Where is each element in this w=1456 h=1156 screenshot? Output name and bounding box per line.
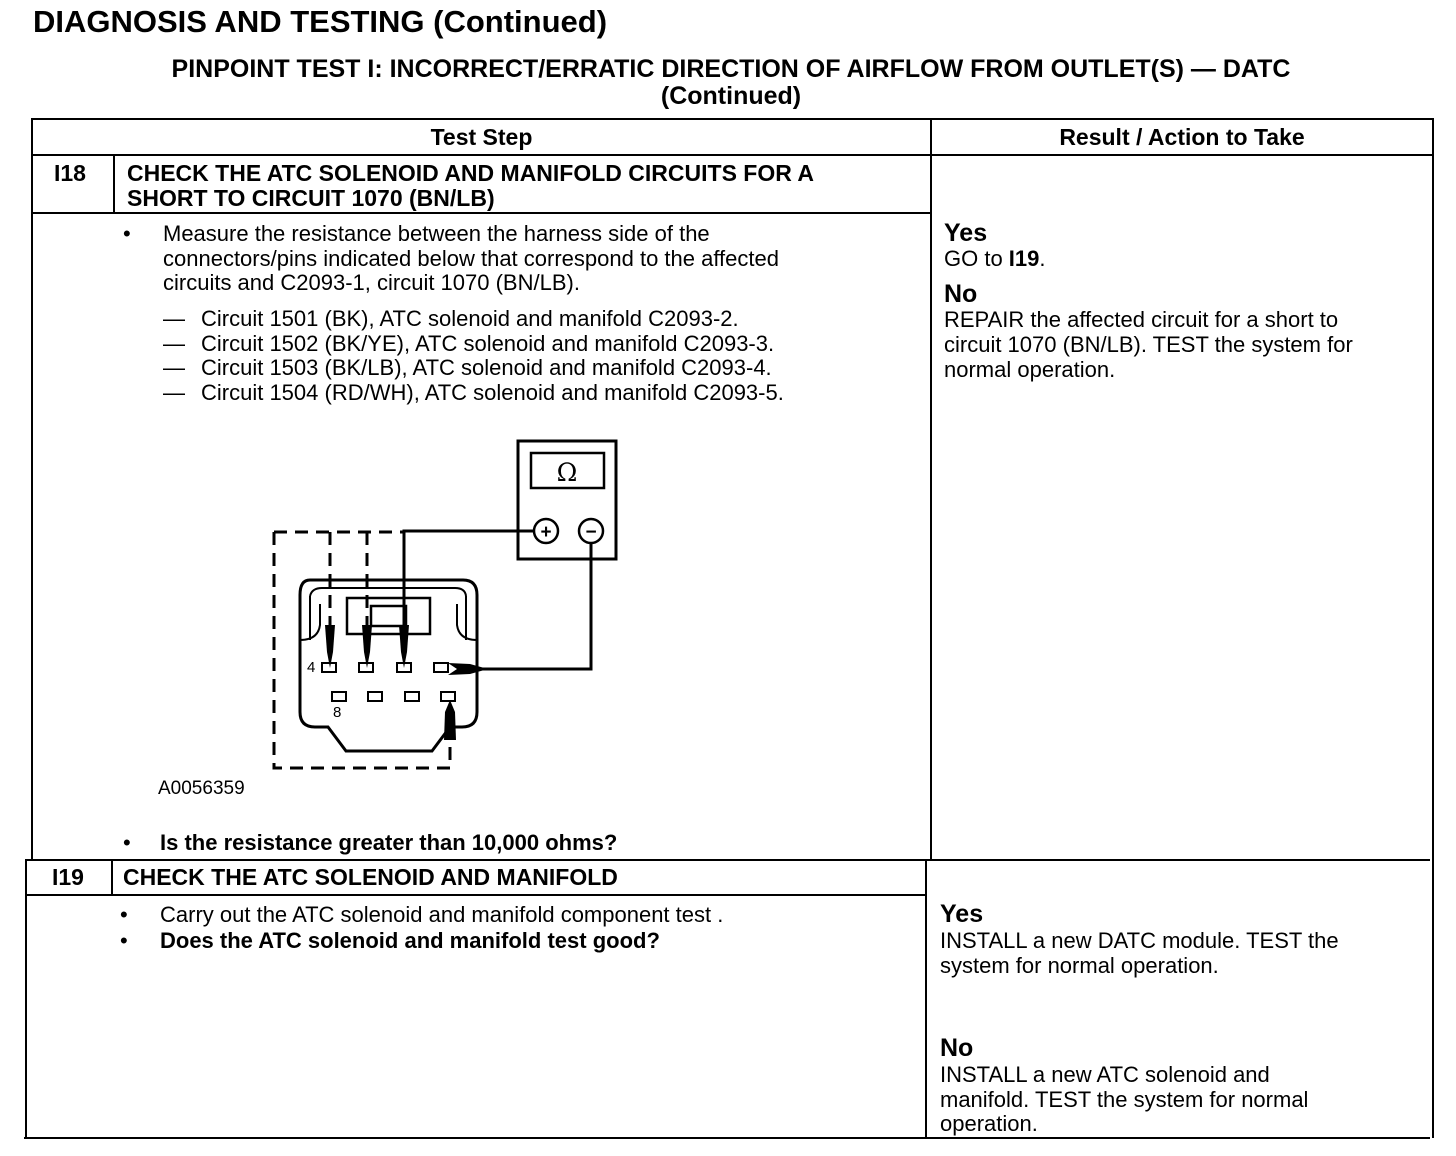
instruction-line: Carry out the ATC solenoid and manifold … (160, 902, 724, 927)
ohm-symbol: Ω (557, 458, 578, 487)
positive-lead (402, 529, 534, 625)
no-label: No (940, 1034, 974, 1062)
no-action-line: normal operation. (944, 357, 1116, 382)
negative-lead (470, 543, 593, 671)
right-border (1432, 118, 1434, 1138)
dash-icon: — (163, 380, 185, 405)
i18-title-border (31, 212, 931, 214)
ohmmeter (516, 439, 618, 561)
left-border-upper (31, 118, 33, 860)
header-test-step: Test Step (430, 124, 533, 150)
yes-action-line: system for normal operation. (940, 953, 1219, 978)
i19-title-border (26, 894, 927, 896)
dash-icon: — (163, 331, 185, 356)
no-action-line: INSTALL a new ATC solenoid and (940, 1062, 1270, 1087)
pin-row-top (321, 662, 449, 673)
instruction-line: connectors/pins indicated below that cor… (163, 246, 779, 271)
table-bottom-border (24, 1137, 1430, 1139)
circuit-item: Circuit 1502 (BK/YE), ATC solenoid and m… (201, 331, 775, 356)
no-action-line: circuit 1070 (BN/LB). TEST the system fo… (944, 332, 1353, 357)
yes-label: Yes (944, 219, 988, 247)
i19-top-border (26, 859, 1430, 861)
figure-id: A0056359 (158, 778, 245, 799)
dash-icon: — (163, 306, 185, 331)
header-result: Result / Action to Take (1059, 124, 1305, 150)
step-question: Is the resistance greater than 10,000 oh… (160, 830, 618, 855)
step-title: CHECK THE ATC SOLENOID AND MANIFOLD CIRC… (127, 160, 814, 186)
connector-inner-rim (309, 587, 467, 597)
no-action-line: REPAIR the affected circuit for a short … (944, 307, 1339, 332)
circuit-item: Circuit 1504 (RD/WH), ATC solenoid and m… (201, 380, 784, 405)
step-question: Does the ATC solenoid and manifold test … (160, 928, 660, 953)
circuit-item: Circuit 1503 (BK/LB), ATC solenoid and m… (201, 355, 772, 380)
header-bottom-border (31, 154, 1434, 156)
bullet-icon: • (120, 928, 128, 953)
pinpoint-test-title: PINPOINT TEST I: INCORRECT/ERRATIC DIREC… (171, 55, 1291, 83)
bullet-icon: • (123, 221, 131, 246)
i19-id-divider (111, 859, 113, 895)
test-probes (325, 625, 488, 740)
meter-display (529, 451, 606, 490)
yes-action: GO to I19. (944, 246, 1046, 271)
plus-sign: + (540, 522, 551, 543)
column-divider-upper (930, 118, 932, 860)
goto-step-link: I19 (1008, 246, 1040, 271)
table-top-border (31, 118, 1434, 120)
left-border-lower (25, 859, 27, 1139)
bullet-icon: • (120, 902, 128, 927)
no-action-line: manifold. TEST the system for normal (940, 1087, 1309, 1112)
step-title: CHECK THE ATC SOLENOID AND MANIFOLD (123, 864, 618, 890)
minus-sign: − (585, 522, 596, 543)
column-divider-lower (925, 859, 927, 1139)
page-title: DIAGNOSIS AND TESTING (Continued) (33, 4, 608, 39)
pin-label-4: 4 (307, 659, 315, 676)
connector-body (298, 578, 479, 753)
instruction-line: Measure the resistance between the harne… (163, 221, 710, 246)
pin-row-bottom (331, 691, 456, 702)
dash-icon: — (163, 355, 185, 380)
step-id: I18 (54, 160, 86, 186)
no-action-line: operation. (940, 1111, 1038, 1136)
instruction-line: circuits and C2093-1, circuit 1070 (BN/L… (163, 270, 580, 295)
bullet-icon: • (123, 830, 131, 855)
yes-label: Yes (940, 900, 984, 928)
no-label: No (944, 280, 978, 308)
circuit-item: Circuit 1501 (BK), ATC solenoid and mani… (201, 306, 739, 331)
pinpoint-test-continued: (Continued) (660, 82, 802, 110)
step-id: I19 (52, 864, 84, 890)
yes-action-line: INSTALL a new DATC module. TEST the (940, 928, 1339, 953)
step-title: SHORT TO CIRCUIT 1070 (BN/LB) (127, 185, 495, 211)
pin-label-8: 8 (333, 704, 341, 721)
i18-id-divider (113, 154, 115, 213)
connector-latch (345, 596, 432, 636)
